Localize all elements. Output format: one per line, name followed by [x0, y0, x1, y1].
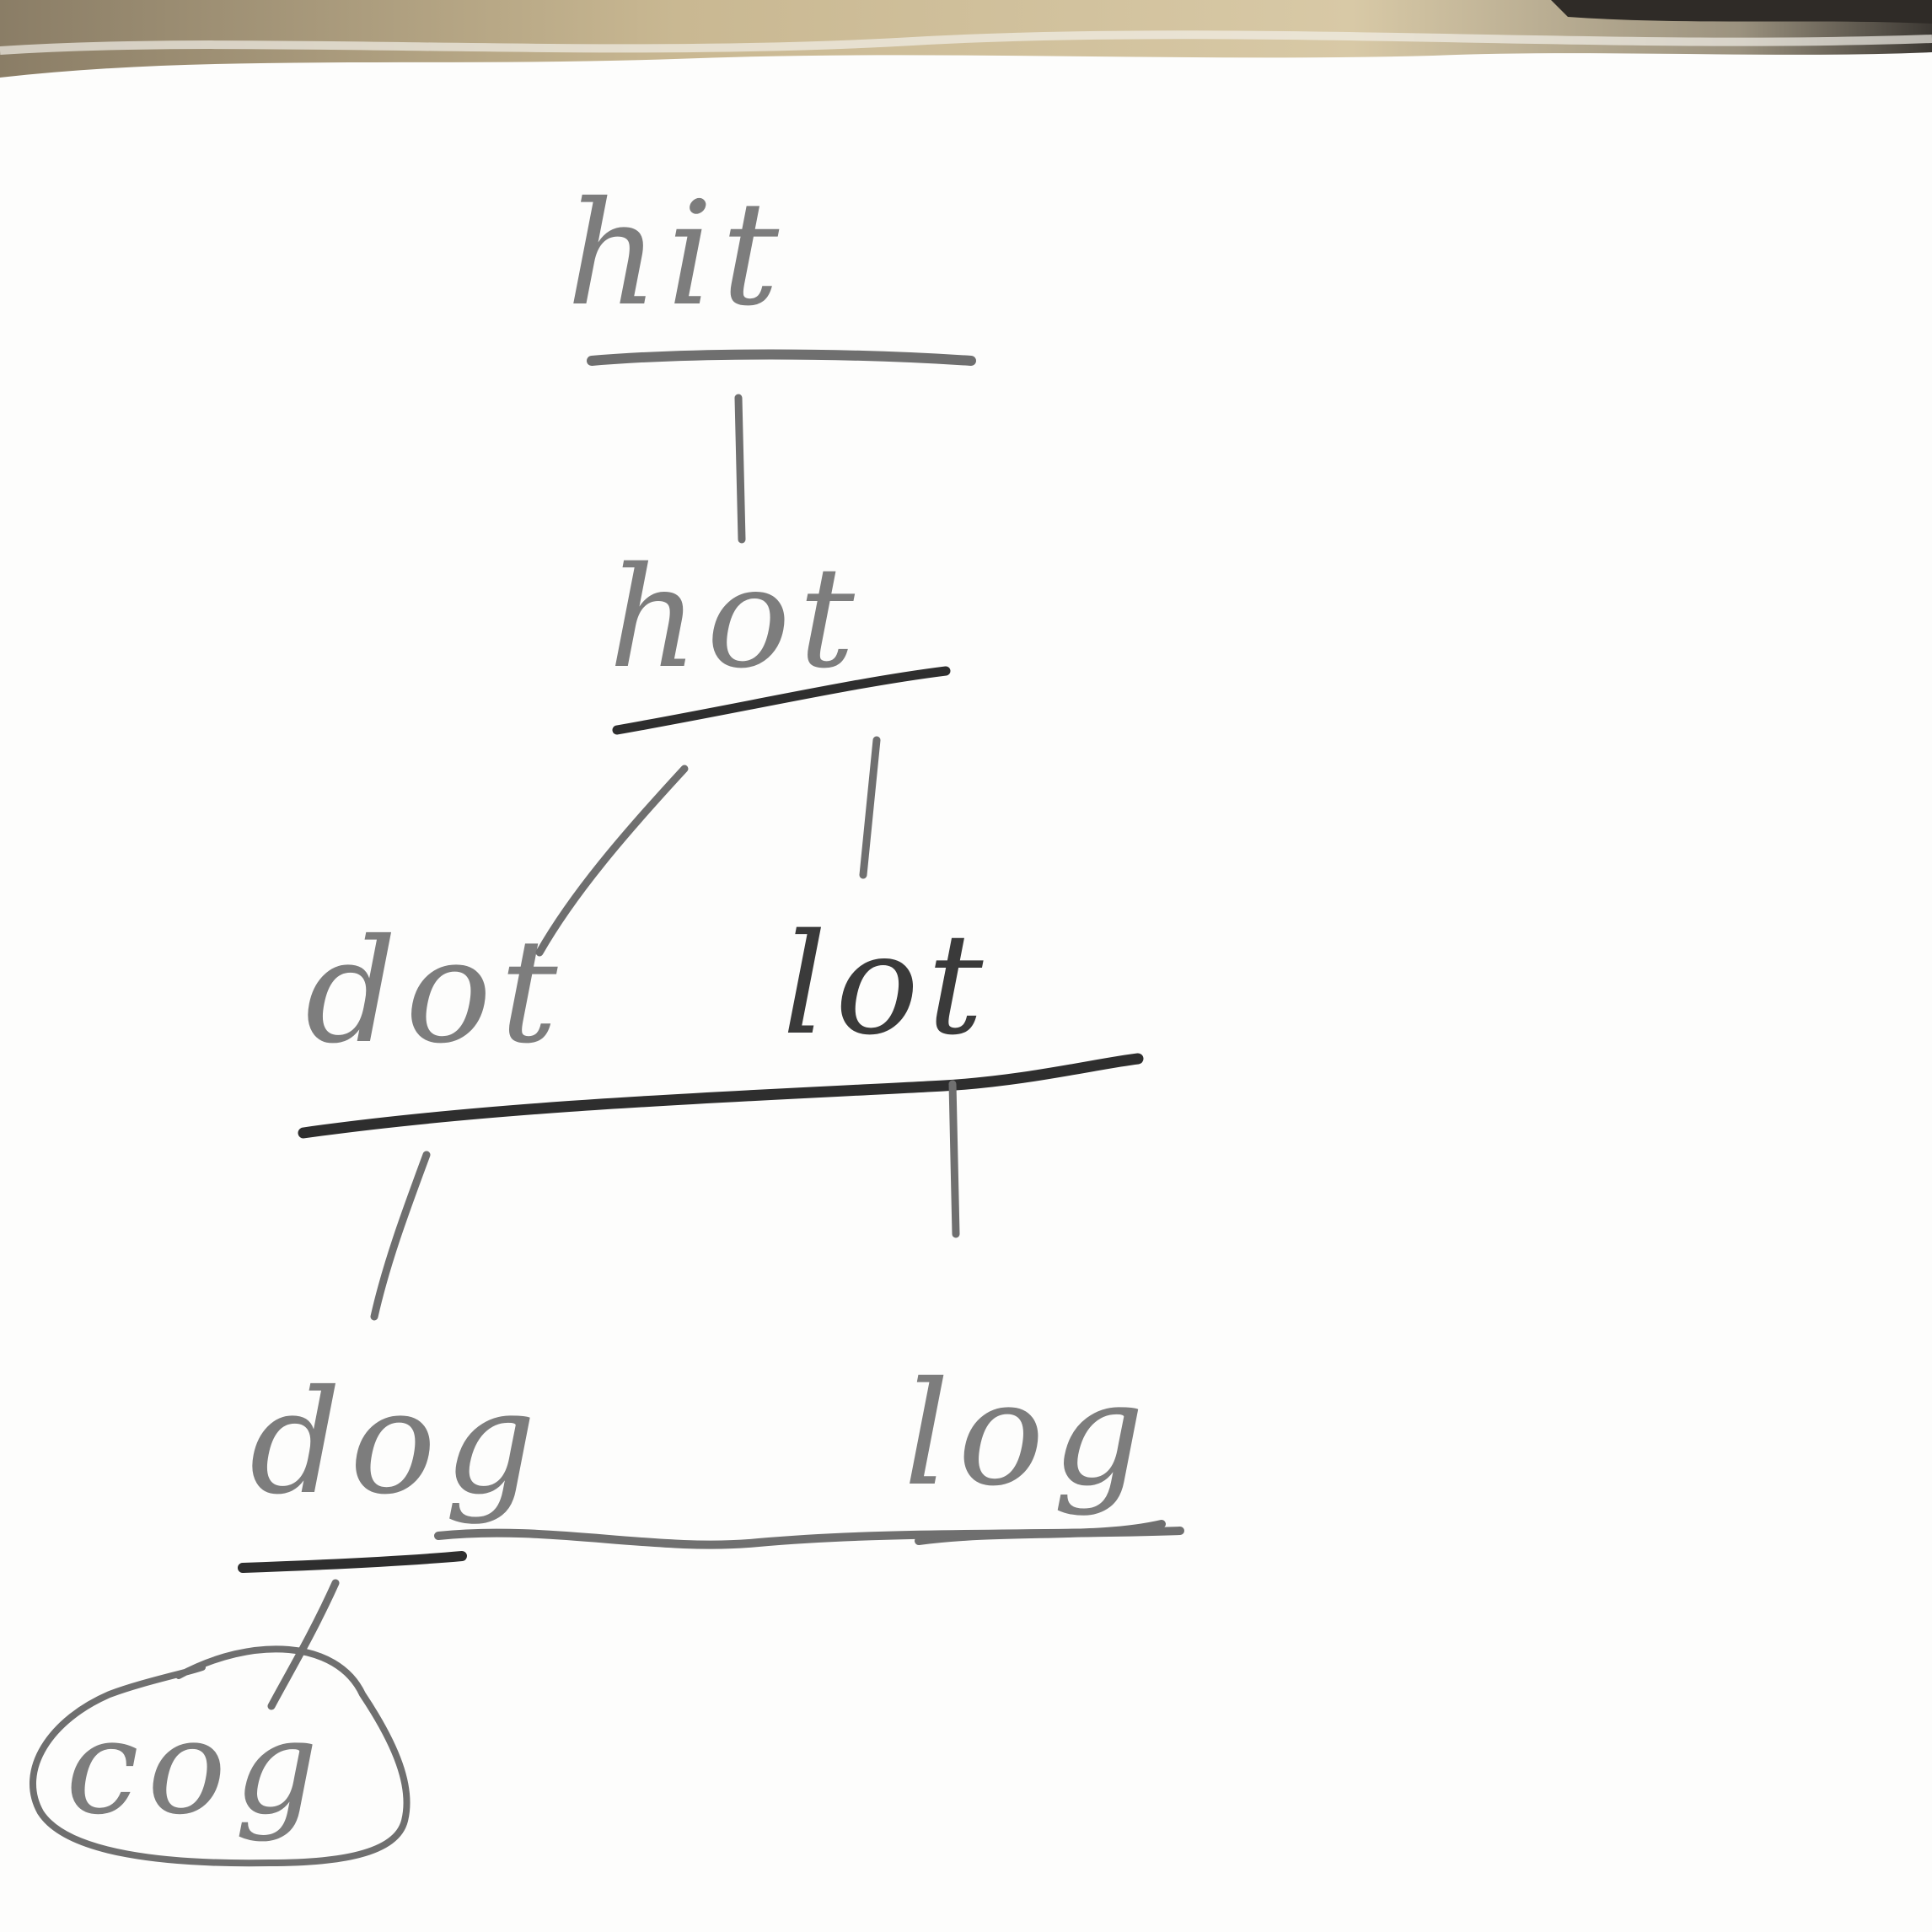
underline-dot-lot: [298, 1053, 1144, 1139]
word-lot: lot: [782, 904, 991, 1065]
connector-hit-to-hot: [734, 394, 746, 544]
connector-dot-to-dog: [370, 1151, 431, 1321]
underline-hit: [587, 349, 976, 366]
connector-hot-to-dot: [535, 765, 689, 957]
word-cog: cog: [66, 1691, 326, 1843]
word-dot: dot: [305, 909, 566, 1076]
cog-circle: [30, 1645, 411, 1867]
underline-hot: [612, 666, 951, 735]
connector-lot-to-log: [948, 1080, 960, 1238]
photo-background-edge: [0, 0, 1932, 78]
connector-dog-to-log: [434, 1527, 1184, 1549]
word-hot: hot: [609, 537, 863, 699]
word-log: log: [904, 1351, 1153, 1518]
connector-dog-to-cog: [267, 1579, 340, 1710]
word-dog: dog: [250, 1360, 545, 1527]
word-hit: hit: [566, 171, 787, 338]
underline-dog: [238, 1551, 467, 1573]
connector-hot-to-lot: [859, 736, 881, 879]
